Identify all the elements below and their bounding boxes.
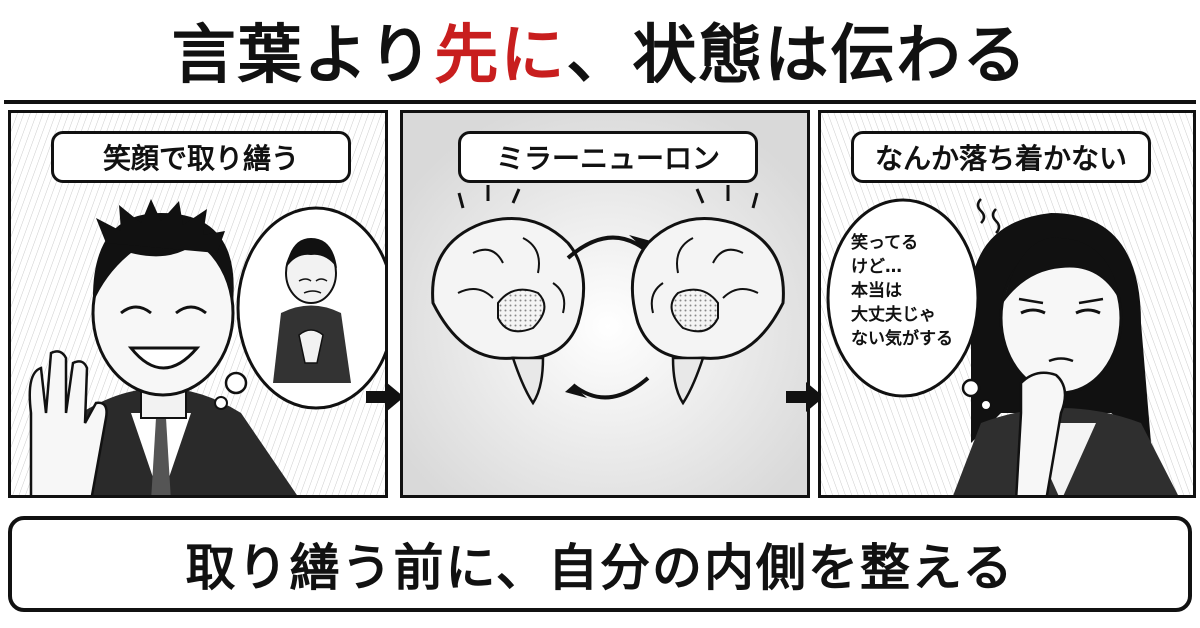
title-part1: 言葉より <box>171 19 435 93</box>
panel-label: ミラーニューロン <box>458 131 758 183</box>
footer-message: 取り繕う前に、自分の内側を整える <box>8 516 1192 612</box>
title-accent: 先に <box>434 19 567 93</box>
panel-label: なんか落ち着かない <box>851 131 1151 183</box>
panel-uneasy: なんか落ち着かない 笑ってる けど… 本当は 大丈夫じゃ ない気がする <box>818 110 1196 498</box>
panel-smiling: 笑顔で取り繕う <box>8 110 388 498</box>
panel-label: 笑顔で取り繕う <box>51 131 351 183</box>
panel-mirror-neuron: ミラーニューロン <box>400 110 810 498</box>
brain-right-icon <box>630 185 785 406</box>
page-title: 言葉より 先に 、状態は伝わる <box>0 0 1200 100</box>
arrow-right-icon <box>366 382 404 412</box>
brain-left-icon <box>431 185 586 406</box>
bubble-text: 笑ってる けど… 本当は 大丈夫じゃ ない気がする <box>851 233 953 349</box>
cycle-arrow-icon <box>565 235 651 400</box>
title-part2: 、状態は伝わる <box>566 19 1029 93</box>
arrow-right-icon <box>786 382 824 412</box>
comic-panels: 笑顔で取り繕う <box>4 100 1196 506</box>
